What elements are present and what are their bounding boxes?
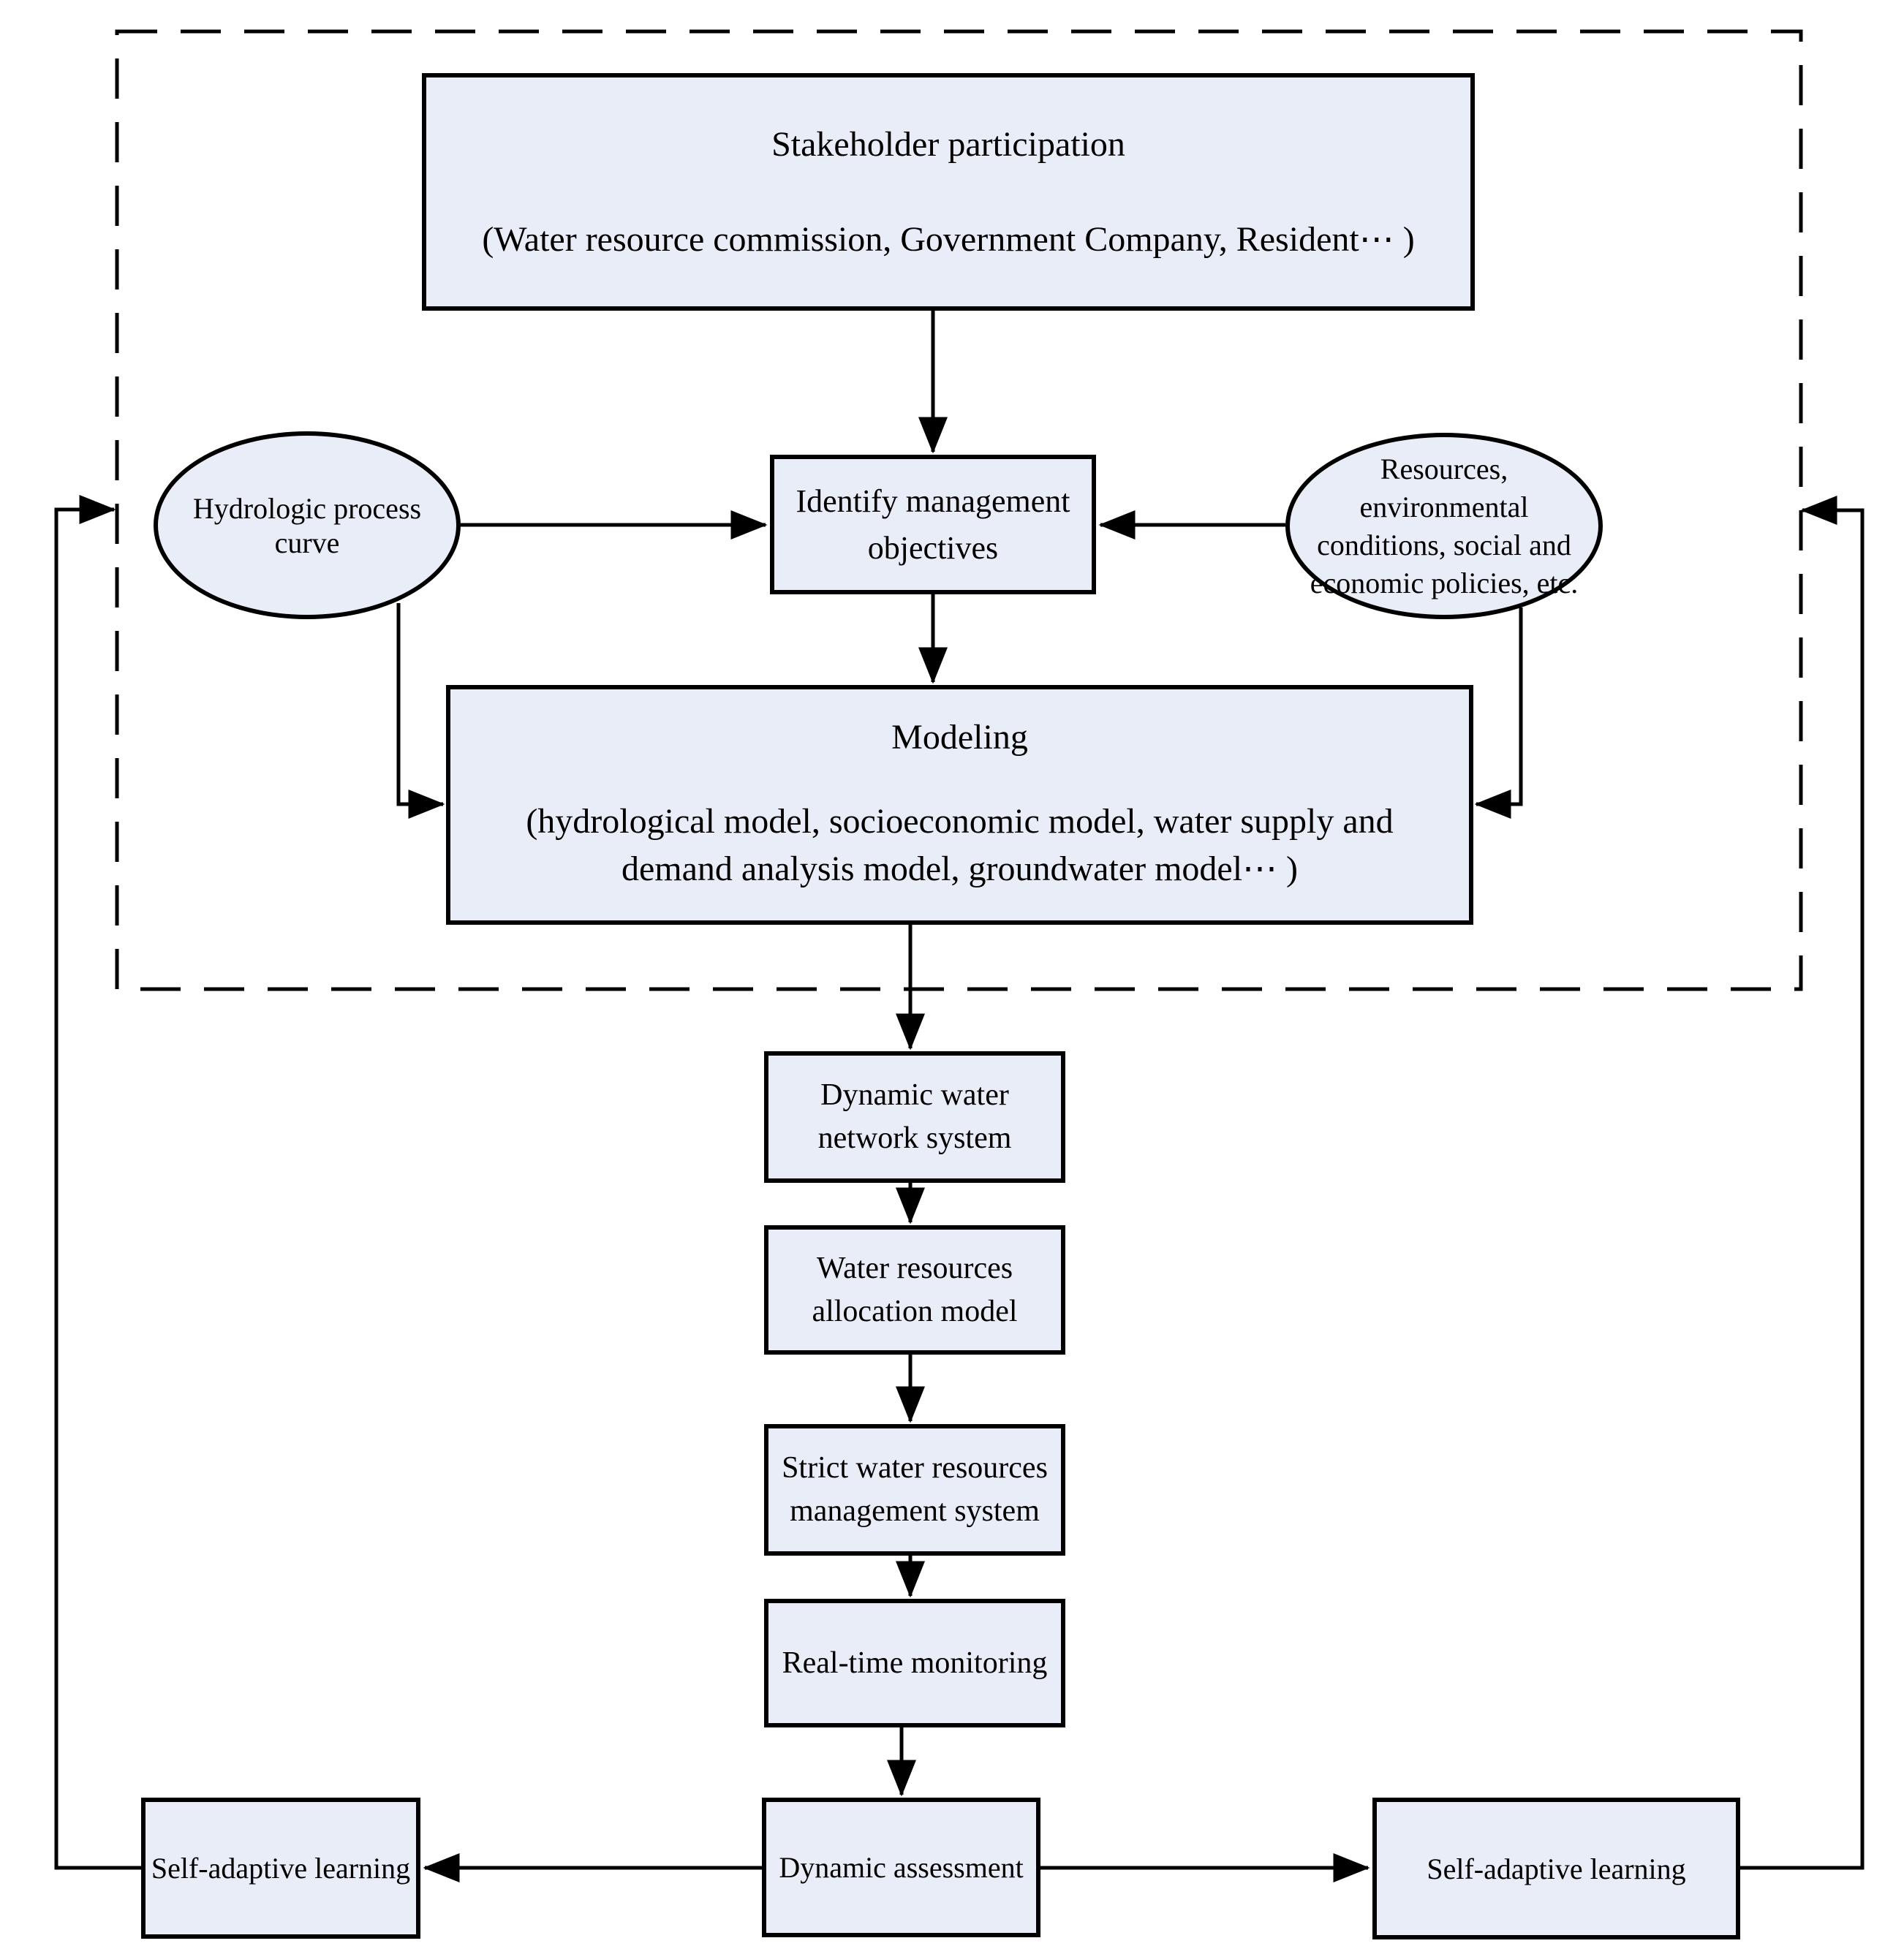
- node-self-adaptive-learning-right: Self-adaptive learning: [1372, 1798, 1740, 1939]
- self-adaptive-left-label: Self-adaptive learning: [151, 1852, 411, 1885]
- node-modeling: Modeling (hydrological model, socioecono…: [446, 685, 1473, 925]
- node-water-resources-allocation-model: Water resources allocation model: [764, 1225, 1065, 1355]
- node-identify-management-objectives: Identify management objectives: [770, 455, 1096, 594]
- modeling-subtitle: (hydrological model, socioeconomic model…: [526, 801, 1394, 888]
- node-strict-water-resources-management-system: Strict water resources management system: [764, 1424, 1065, 1556]
- stakeholder-title: Stakeholder participation: [771, 125, 1125, 164]
- stakeholder-subtitle: (Water resource commission, Government C…: [482, 220, 1415, 259]
- node-real-time-monitoring: Real-time monitoring: [764, 1599, 1065, 1727]
- node-dynamic-water-network-system: Dynamic water network system: [764, 1051, 1065, 1183]
- edge-resources-modeling: [1474, 607, 1523, 819]
- node-hydrologic-process-curve: Hydrologic process curve: [154, 431, 461, 619]
- node-self-adaptive-learning-left: Self-adaptive learning: [141, 1798, 420, 1939]
- monitoring-label: Real-time monitoring: [782, 1646, 1048, 1680]
- edge-hydrologic-modeling: [396, 603, 445, 819]
- node-resources-conditions-policies: Resources, environmental conditions, soc…: [1285, 433, 1603, 619]
- identify-label: Identify management objectives: [796, 482, 1070, 566]
- dynamic-network-label: Dynamic water network system: [817, 1078, 1012, 1155]
- strict-label: Strict water resources management system: [782, 1451, 1048, 1528]
- edge-self-adaptive-left-feedback: [54, 495, 141, 1870]
- modeling-title: Modeling: [891, 717, 1028, 757]
- assessment-label: Dynamic assessment: [779, 1851, 1024, 1884]
- edge-self-adaptive-right-feedback: [1740, 496, 1865, 1870]
- hydrologic-label: Hydrologic process curve: [192, 491, 422, 559]
- self-adaptive-right-label: Self-adaptive learning: [1427, 1852, 1686, 1885]
- resources-label: Resources, environmental conditions, soc…: [1310, 452, 1579, 599]
- node-dynamic-assessment: Dynamic assessment: [762, 1798, 1040, 1937]
- allocation-label: Water resources allocation model: [812, 1251, 1018, 1328]
- node-stakeholder-participation: Stakeholder participation (Water resourc…: [422, 73, 1475, 311]
